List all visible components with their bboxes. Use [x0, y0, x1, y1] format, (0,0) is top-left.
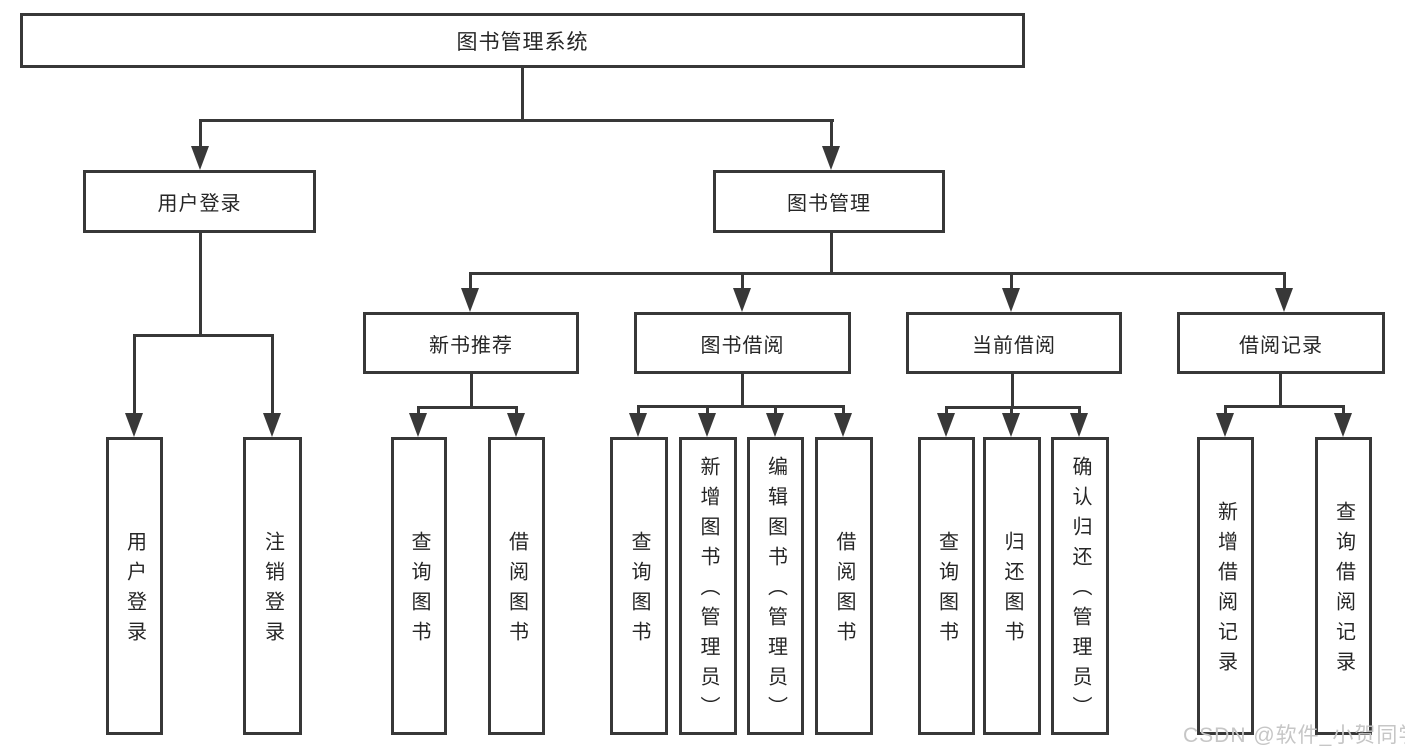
connector-line — [199, 119, 202, 151]
node-label: 编辑图书（管理员） — [764, 456, 787, 726]
connector-line — [830, 119, 833, 151]
connector-line — [417, 406, 420, 416]
connector-line — [1279, 374, 1282, 407]
node-leaf-query-books-3: 查询图书 — [918, 437, 975, 735]
connector-line — [945, 406, 948, 416]
connector-line — [830, 233, 833, 274]
node-leaf-confirm-return-admin: 确认归还（管理员） — [1051, 437, 1109, 735]
node-book-management: 图书管理 — [713, 170, 945, 233]
arrow-down-icon — [937, 413, 955, 437]
arrow-down-icon — [733, 288, 751, 312]
connector-line — [199, 119, 834, 122]
connector-line — [469, 272, 472, 291]
connector-line — [1078, 406, 1081, 416]
connector-line — [470, 374, 473, 408]
arrow-down-icon — [1070, 413, 1088, 437]
node-leaf-query-borrow-record: 查询借阅记录 — [1315, 437, 1372, 735]
arrow-down-icon — [507, 413, 525, 437]
node-label: 用户登录 — [123, 531, 146, 651]
node-label: 注销登录 — [261, 531, 284, 651]
node-label: 确认归还（管理员） — [1069, 456, 1091, 726]
arrow-down-icon — [191, 146, 209, 170]
connector-line — [1010, 272, 1013, 291]
node-library-management-system: 图书管理系统 — [20, 13, 1025, 68]
connector-line — [199, 233, 202, 336]
node-leaf-add-borrow-record: 新增借阅记录 — [1197, 437, 1254, 735]
arrow-down-icon — [125, 413, 143, 437]
connector-line — [945, 406, 1081, 409]
node-new-book-recommendation: 新书推荐 — [363, 312, 579, 374]
connector-line — [271, 334, 274, 416]
connector-line — [1283, 272, 1286, 291]
arrow-down-icon — [1002, 413, 1020, 437]
arrow-down-icon — [1002, 288, 1020, 312]
arrow-down-icon — [766, 413, 784, 437]
node-label: 借阅图书 — [833, 531, 855, 651]
node-leaf-edit-books-admin: 编辑图书（管理员） — [747, 437, 804, 735]
arrow-down-icon — [834, 413, 852, 437]
connector-line — [706, 405, 709, 416]
arrow-down-icon — [629, 413, 647, 437]
node-label: 新增借阅记录 — [1214, 501, 1237, 681]
node-user-login: 用户登录 — [83, 170, 316, 233]
node-label: 查询图书 — [408, 531, 430, 651]
node-label: 归还图书 — [1001, 531, 1023, 651]
connector-line — [417, 406, 518, 409]
node-borrowing-records: 借阅记录 — [1177, 312, 1385, 374]
connector-line — [1342, 405, 1345, 416]
arrow-down-icon — [1216, 413, 1234, 437]
node-book-borrowing: 图书借阅 — [634, 312, 851, 374]
node-leaf-query-books-1: 查询图书 — [391, 437, 447, 735]
connector-line — [133, 334, 274, 337]
node-leaf-logout: 注销登录 — [243, 437, 302, 735]
connector-line — [741, 272, 744, 291]
arrow-down-icon — [461, 288, 479, 312]
arrow-down-icon — [1275, 288, 1293, 312]
node-label: 查询图书 — [935, 531, 958, 651]
node-label: 新增图书（管理员） — [697, 456, 719, 726]
node-leaf-user-login: 用户登录 — [106, 437, 163, 735]
node-label: 当前借阅 — [972, 334, 1056, 357]
node-leaf-borrow-books-1: 借阅图书 — [488, 437, 545, 735]
connector-line — [521, 68, 524, 121]
node-leaf-return-books: 归还图书 — [983, 437, 1041, 735]
node-label: 图书管理 — [787, 193, 871, 215]
csdn-watermark: CSDN @软件_小贺同学 — [1183, 724, 1405, 747]
connector-line — [469, 272, 1286, 275]
connector-line — [637, 405, 845, 408]
connector-line — [1010, 406, 1013, 416]
node-leaf-query-books-2: 查询图书 — [610, 437, 668, 735]
node-label: 查询借阅记录 — [1332, 501, 1355, 681]
connector-line — [515, 406, 518, 416]
arrow-down-icon — [263, 413, 281, 437]
connector-line — [133, 334, 136, 416]
node-label: 图书借阅 — [700, 334, 785, 357]
node-leaf-borrow-books-2: 借阅图书 — [815, 437, 873, 735]
node-label: 用户登录 — [157, 193, 242, 215]
arrow-down-icon — [822, 146, 840, 170]
connector-line — [842, 405, 845, 416]
node-label: 查询图书 — [628, 531, 650, 651]
connector-line — [1224, 405, 1227, 416]
connector-line — [1224, 405, 1345, 408]
node-current-borrowing: 当前借阅 — [906, 312, 1122, 374]
connector-line — [774, 405, 777, 416]
connector-line — [741, 374, 744, 407]
arrow-down-icon — [698, 413, 716, 437]
node-label: 借阅图书 — [505, 531, 528, 651]
connector-line — [1011, 374, 1014, 408]
node-leaf-add-books-admin: 新增图书（管理员） — [679, 437, 737, 735]
connector-line — [637, 405, 640, 416]
node-label: 借阅记录 — [1239, 334, 1323, 357]
arrow-down-icon — [1334, 413, 1352, 437]
node-label: 图书管理系统 — [456, 30, 589, 54]
node-label: 新书推荐 — [429, 334, 513, 357]
arrow-down-icon — [409, 413, 427, 437]
